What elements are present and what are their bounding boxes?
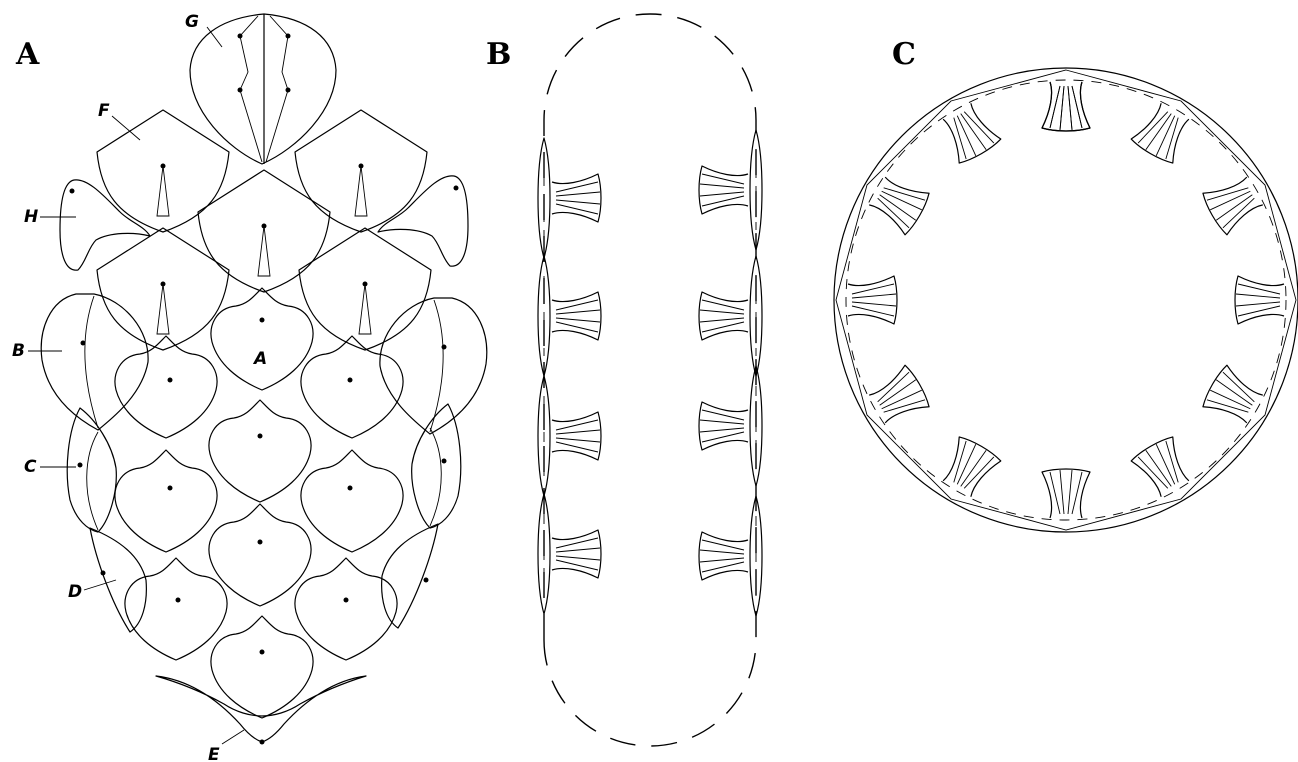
label-c: C <box>24 457 37 477</box>
panel-c-letter: C <box>892 37 916 72</box>
label-a: A <box>252 349 267 369</box>
label-d: D <box>68 582 82 602</box>
scale <box>209 400 311 502</box>
plate-c-right <box>412 404 461 528</box>
dashed-outline <box>544 14 756 746</box>
plate-f-lower-right <box>299 228 431 350</box>
plate-e <box>156 676 366 745</box>
scale <box>115 450 217 552</box>
tooth-row-left <box>538 138 601 614</box>
panel-a-letter: A <box>15 37 40 72</box>
plate-b-left <box>41 294 148 430</box>
plate-b-right <box>380 298 487 434</box>
inner-dashed-ring <box>846 80 1286 520</box>
label-g: G <box>185 12 199 32</box>
radial-teeth <box>848 82 1284 518</box>
panel-a: A <box>12 12 487 762</box>
scale <box>115 336 217 438</box>
panel-b-letter: B <box>486 37 511 72</box>
plate-f-upper-left <box>97 110 229 232</box>
plate-h-left <box>60 180 150 270</box>
outer-ring <box>834 68 1298 532</box>
scale <box>125 558 227 660</box>
scale <box>211 616 313 718</box>
panel-c: C <box>834 37 1298 532</box>
label-b: B <box>12 341 25 361</box>
plate-f-upper-right <box>295 110 427 232</box>
plate-f-lower-left <box>97 228 229 350</box>
panel-b: B <box>486 14 762 746</box>
plate-f-center <box>198 170 330 292</box>
label-h: H <box>24 207 38 227</box>
plate-h-right <box>378 176 468 266</box>
tooth-row-right <box>699 130 762 616</box>
plate-d-right <box>382 524 438 628</box>
label-f: F <box>98 101 110 121</box>
scale <box>295 558 397 660</box>
plate-a <box>211 288 313 390</box>
inner-polygon <box>836 70 1296 530</box>
label-e: E <box>208 745 220 762</box>
scale <box>301 450 403 552</box>
